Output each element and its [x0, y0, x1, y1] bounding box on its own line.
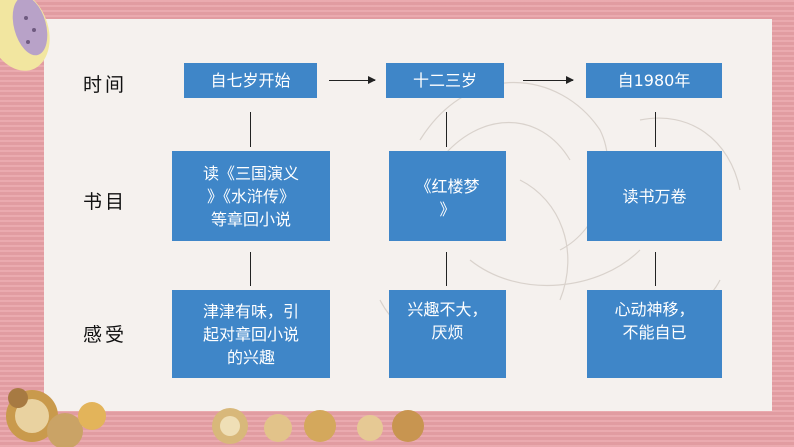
books-line: 《红楼梦	[415, 177, 480, 196]
fruit-decoration-bottom-left	[6, 388, 106, 447]
time-box-3: 自1980年	[586, 63, 722, 98]
books-line: 》	[439, 200, 456, 219]
row-label-feeling: 感受	[82, 324, 127, 346]
books-line: 等章回小说	[210, 209, 291, 229]
time-text-3: 自1980年	[617, 71, 691, 90]
books-box-1: 读《三国演义 》《水浒传》 等章回小说	[172, 151, 330, 241]
connector-books-feeling-1	[250, 252, 251, 286]
books-box-3: 读书万卷	[587, 151, 722, 241]
books-box-2: 《红楼梦 》	[389, 151, 506, 241]
arrow-1	[329, 76, 376, 84]
feeling-line: 兴趣不大，	[407, 300, 488, 319]
feeling-line: 不能自已	[622, 323, 687, 342]
time-box-2: 十二三岁	[386, 63, 504, 98]
row-label-books: 书目	[82, 191, 127, 213]
feeling-line: 心动神移，	[614, 300, 695, 319]
connector-time-books-2	[446, 112, 447, 147]
connector-books-feeling-3	[655, 252, 656, 286]
books-line: 》《水浒传》	[206, 186, 295, 206]
feeling-line: 津津有味，引	[202, 301, 299, 321]
connector-books-feeling-2	[446, 252, 447, 286]
arrow-2	[523, 76, 574, 84]
feeling-line: 的兴趣	[226, 347, 275, 367]
feeling-box-1: 津津有味，引 起对章回小说 的兴趣	[172, 290, 330, 378]
books-line: 读书万卷	[622, 186, 687, 206]
feeling-box-2: 兴趣不大， 厌烦	[389, 290, 506, 378]
feeling-line: 起对章回小说	[202, 324, 299, 344]
time-box-1: 自七岁开始	[184, 63, 317, 98]
feeling-line: 厌烦	[431, 323, 464, 342]
fruit-decoration-top-left	[0, 0, 50, 71]
time-text-1: 自七岁开始	[210, 71, 291, 90]
row-label-time: 时间	[82, 74, 127, 96]
fruit-decoration-bottom	[212, 408, 424, 444]
connector-time-books-1	[250, 112, 251, 147]
feeling-box-3: 心动神移， 不能自已	[587, 290, 722, 378]
books-line: 读《三国演义	[202, 163, 299, 183]
time-text-2: 十二三岁	[412, 71, 477, 90]
connector-time-books-3	[655, 112, 656, 147]
